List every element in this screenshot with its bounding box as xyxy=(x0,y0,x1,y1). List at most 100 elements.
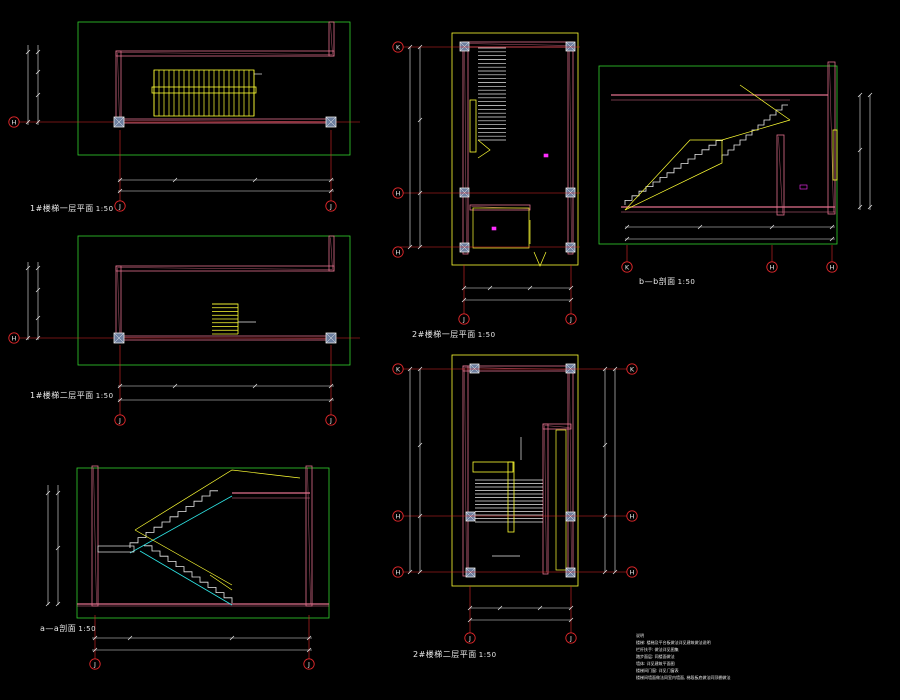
plan-1s-axis-bubble-2-label: J xyxy=(118,416,121,424)
plan-1f-axis-bubble-1 xyxy=(8,116,20,128)
plan-2s-bubble-8 xyxy=(565,632,577,644)
plan-1f-dim-a-tick-2 xyxy=(252,177,258,183)
plan-2s-bubble-4-label: K xyxy=(630,365,635,373)
plan-1f-handrail xyxy=(151,86,257,94)
sec-aa-upper-soffit xyxy=(129,495,233,554)
plan-1s-axis-bubble-2 xyxy=(114,414,126,426)
plan-2s-bubble-6 xyxy=(626,566,638,578)
sec-bb-dim-b-tick-1 xyxy=(829,236,835,242)
sec-aa-wall-left-hatch xyxy=(93,467,97,605)
sec-bb-mark xyxy=(799,184,808,190)
sec-aa-axis-bubble-2-label: J xyxy=(307,660,310,668)
sec-aa-dim-b-tick-0 xyxy=(92,647,98,653)
plan-1f-axis-bubble-3-label: J xyxy=(329,202,332,210)
sec-aa-dim-a-tick-2 xyxy=(229,635,235,641)
plan-2f-dim-a-tick-0 xyxy=(461,285,467,291)
title-plan-1-first-scale: 1:50 xyxy=(95,205,114,213)
plan-2s-col-5-x2 xyxy=(465,567,476,578)
plan-2f-bubble-1-label: K xyxy=(396,43,401,51)
title-section-aa-scale: 1:50 xyxy=(78,625,97,633)
plan-1f-dim-v-tick-0 xyxy=(35,49,41,55)
plan-2s-dim-vr-tick-3 xyxy=(602,569,608,575)
plan-2s-bubble-3-label: H xyxy=(396,568,401,576)
sec-bb-rail-1 xyxy=(624,139,722,211)
plan-2f-dim-v2-tick-0 xyxy=(407,44,413,50)
plan-2s-room-top-hatch xyxy=(544,425,570,428)
title-plan-1-second-scale: 1:50 xyxy=(95,392,114,400)
plan-2f-handrail xyxy=(469,99,477,153)
plan-1s-dim-b-tick-0 xyxy=(117,397,123,403)
sec-bb-dim-v-tick-0 xyxy=(857,92,863,98)
sec-bb-outline xyxy=(598,65,838,245)
title-plan-2-first-scale: 1:50 xyxy=(477,331,496,339)
title-section-bb-scale: 1:50 xyxy=(677,278,696,286)
plan-2s-col-2-x2 xyxy=(565,363,576,374)
plan-2f-dim-v-tick-3 xyxy=(417,244,423,250)
plan-2f-dim-v-tick-0 xyxy=(417,44,423,50)
plan-2s-dim-vr2-tick-0 xyxy=(612,366,618,372)
plan-2f-wall-top-hatch xyxy=(464,43,572,46)
plan-1f-dim-a-tick-0 xyxy=(117,177,123,183)
plan-1s-dim-a-tick-0 xyxy=(117,383,123,389)
sec-bb-dim-a-tick-0 xyxy=(624,224,630,230)
sec-bb-bubble-2 xyxy=(766,261,778,273)
sec-bb-rail-2 xyxy=(739,84,791,121)
plan-2f-wall-right-hatch xyxy=(569,43,572,253)
sec-bb-wall-right xyxy=(827,61,836,215)
notes-heading: 说明 xyxy=(636,633,644,638)
sec-bb-wall-mid xyxy=(776,134,785,216)
plan-2f-dim-b-tick-1 xyxy=(568,297,574,303)
plan-1s-dim-v2-tick-1 xyxy=(25,335,31,341)
plan-1f-wall-bottom-hatch xyxy=(117,120,333,122)
plan-2f-col-5-x2 xyxy=(459,242,470,253)
plan-2s-dim-vr2-tick-1 xyxy=(612,569,618,575)
plan-2f-bubble-4 xyxy=(458,313,470,325)
plan-1s-col-2-x2 xyxy=(325,332,337,344)
plan-2s-outline xyxy=(451,354,579,587)
plan-2s-bubble-1 xyxy=(392,363,404,375)
plan-1s-dim-a-tick-3 xyxy=(328,383,334,389)
plan-2s-bubble-1-label: K xyxy=(396,365,401,373)
plan-1s-axis-bubble-1 xyxy=(8,332,20,344)
plan-2s-dim-v2-tick-0 xyxy=(407,366,413,372)
plan-1s-dim-v-tick-2 xyxy=(35,315,41,321)
plan-1s-dim-a-tick-1 xyxy=(172,383,178,389)
plan-2s-handrail-top xyxy=(472,461,514,473)
sec-aa-dim-v2-tick-0 xyxy=(45,490,51,496)
plan-1f-wall-notch xyxy=(328,21,335,57)
plan-1s-wall-notch-hatch xyxy=(330,237,333,270)
note-line-4: 墙体: 详见建筑平面图 xyxy=(636,661,675,666)
sec-bb-upper-flight xyxy=(721,104,788,160)
plan-1s-wall-left-hatch xyxy=(117,267,120,339)
plan-1f-col-2-x2 xyxy=(325,116,337,128)
sec-aa-dim-b-tick-1 xyxy=(306,647,312,653)
plan-2s-col-1-x2 xyxy=(469,363,480,374)
note-line-3: 踏步面层: 同楼面做法 xyxy=(636,654,675,659)
note-line-2: 栏杆扶手: 做法详见图集 xyxy=(636,647,679,652)
plan-2f-room xyxy=(472,207,530,249)
plan-2f-outline xyxy=(451,32,579,266)
plan-2s-dim-a-tick-2 xyxy=(537,605,543,611)
plan-1f-axis-bubble-1-label: H xyxy=(12,118,17,126)
plan-2f-dim-a-tick-2 xyxy=(527,285,533,291)
plan-2s-bubble-3 xyxy=(392,566,404,578)
plan-2s-handrail xyxy=(507,461,515,533)
plan-2f-arrow xyxy=(477,139,491,159)
sec-aa-dim-a-tick-1 xyxy=(127,635,133,641)
sec-aa-lower-soffit xyxy=(139,550,233,606)
plan-2s-col-4-x2 xyxy=(565,511,576,522)
plan-2s-wall-right-hatch xyxy=(569,367,572,575)
plan-1s-axis-bubble-1-label: H xyxy=(12,334,17,342)
sec-bb-dim-v2-tick-1 xyxy=(867,204,873,210)
sec-bb-dim-a-tick-1 xyxy=(697,224,703,230)
plan-1f-dim-v-tick-3 xyxy=(35,119,41,125)
plan-1s-wall-notch xyxy=(328,235,335,272)
